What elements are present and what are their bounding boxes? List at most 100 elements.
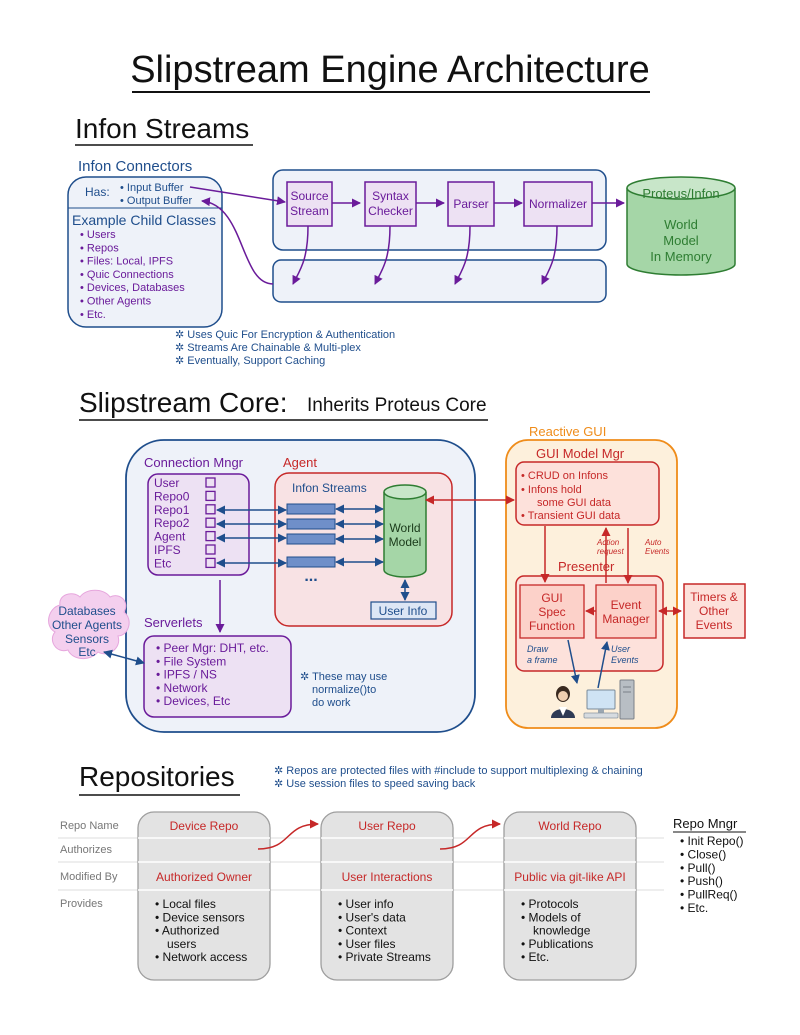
agent-stream-bar [286,556,336,568]
cloud-serverlets-arrow [103,649,145,666]
infon-note-1: ✲ Uses Quic For Encryption & Authenticat… [175,329,395,341]
output-buffer-arrow [201,197,274,285]
event-manager-box [595,584,657,639]
world-model-line-1: World [389,521,420,535]
pipeline-stage-label: Normalizer [529,197,587,211]
connection-mngr-label: Connection Mngr [144,455,244,470]
repo-provides-item: • Protocols [521,897,579,911]
reactive-gui-section: Reactive GUI GUI Model Mgr • CRUD on Inf… [425,424,746,729]
event-manager-line-1: Event [611,598,642,612]
connection-arrows [216,504,410,601]
child-class-item: • Quic Connections [80,269,174,281]
pipeline-stage-box [364,181,417,227]
repo-provides-item: • Authorized [155,924,219,938]
timers-line-2: Other [699,604,729,618]
repo-provides-item: knowledge [533,924,591,938]
cloud-line-2: Other Agents [52,618,122,632]
agent-stream-bar [286,503,336,515]
repo-mngr-items: • Init Repo()• Close()• Pull()• Push()• … [680,834,744,915]
draw-frame-arrow [567,639,580,684]
user-events-line-2: Events [611,655,639,665]
agent-stream-bar [286,518,336,530]
repo-row-label: Provides [60,898,103,910]
stream-ellipsis: ... [304,568,317,585]
repo-provides-item: • Device sensors [155,910,245,924]
proteus-line-2: Model [663,233,699,248]
infon-connectors-heading: Infon Connectors [78,158,192,175]
repo-mngr-item: • Init Repo() [680,834,744,848]
serverlet-item: • File System [156,654,226,668]
reactive-gui-label: Reactive GUI [529,424,606,439]
output-buffer-label: • Output Buffer [120,195,192,207]
core-heading: Slipstream Core: [79,387,288,418]
connection-item-label: User [154,476,179,490]
normalize-note-line-2: normalize()to [312,684,376,696]
timers-line-1: Timers & [690,590,738,604]
infon-streams-section: Infon Streams Infon Connectors Has: • In… [67,113,736,367]
input-buffer-label: • Input Buffer [120,182,184,194]
child-class-item: • Devices, Databases [80,282,185,294]
repo-provides-item: • User's data [338,910,406,924]
connection-item-label: Etc [154,556,171,570]
authorizes-arrow-1 [257,819,319,850]
serverlets-label: Serverlets [144,615,203,630]
auto-events-line-2: Events [645,547,669,556]
normalize-note-line-1: ✲ These may use [300,671,387,683]
cloud-line-3: Sensors [65,632,109,646]
has-label: Has: [85,185,110,199]
infon-connectors-box [67,176,223,328]
repo-mngr-item: • Etc. [680,901,708,915]
proteus-label: Proteus/Infon [642,186,719,201]
connection-port [205,504,216,515]
pipeline-stage-label: Stream [290,204,329,218]
world-model-line-2: Model [389,535,422,549]
infon-streams-label: Infon Streams [292,481,367,495]
child-class-item: • Users [80,229,116,241]
repo-provides-item: • Local files [155,897,216,911]
cloud-line-4: Etc [78,645,95,659]
child-classes-list: • Users• Repos• Files: Local, IPFS• Quic… [80,229,185,321]
child-class-item: • Other Agents [80,296,152,308]
model-mgr-item-4: • Transient GUI data [521,510,621,522]
connection-port [205,530,216,542]
infon-note-2: ✲ Streams Are Chainable & Multi-plex [175,342,361,354]
proteus-line-1: World [664,217,698,232]
connection-item-label: Repo0 [154,489,190,503]
drop-arrow-4 [541,225,558,285]
connection-port [205,477,216,488]
repo-provides-item: users [167,937,196,951]
repo-mngr-label: Repo Mngr [673,816,738,831]
repositories-section: Repositories ✲ Repos are protected files… [58,761,746,981]
gui-model-mgr-label: GUI Model Mgr [536,446,625,461]
drop-arrow-3 [454,225,471,285]
user-info-label: User Info [379,604,428,618]
model-mgr-item-3: some GUI data [537,497,612,509]
presenter-label: Presenter [558,559,615,574]
pipeline-container [272,169,607,251]
core-subheading: Inherits Proteus Core [307,395,487,416]
timers-line-3: Events [696,618,733,632]
agent-stream-bar [286,533,336,545]
gui-model-mgr-box [515,461,660,526]
user-events-arrow [597,641,610,689]
repo-modified-by: User Interactions [342,870,433,884]
connection-port [205,490,216,502]
connection-item-label: Repo2 [154,516,190,530]
drop-arrow-2 [374,225,391,285]
serverlet-item: • Devices, Etc [156,694,230,708]
repo-note-1: ✲ Repos are protected files with #includ… [274,765,643,777]
proteus-line-3: In Memory [650,249,712,264]
draw-frame-line-2: a frame [527,655,558,665]
connection-item-label: Agent [154,530,186,544]
repo-modified-by: Authorized Owner [156,870,252,884]
cloud-line-1: Databases [58,604,115,618]
normalize-note-line-3: do work [312,697,351,709]
user-icon [551,686,575,718]
serverlet-item: • Peer Mgr: DHT, etc. [156,641,269,655]
repo-column [137,811,271,981]
repo-name: User Repo [358,819,416,833]
